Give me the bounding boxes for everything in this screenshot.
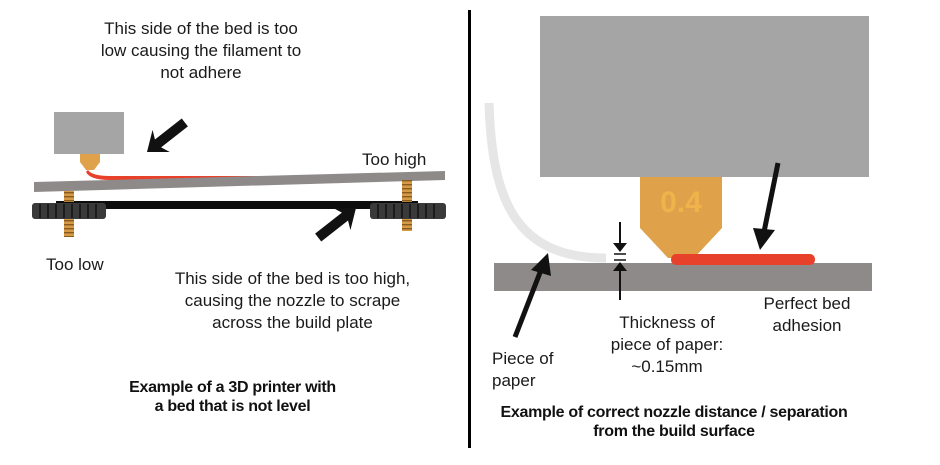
left-too-low-label: Too low [46, 255, 104, 274]
left-nozzle [80, 154, 100, 170]
right-paper-label: Piece of paper [492, 349, 554, 390]
right-paper [484, 102, 607, 263]
left-hotend-block [54, 112, 124, 154]
right-build-bed [494, 263, 872, 291]
right-perfect-adhesion-label: Perfect bed adhesion [763, 294, 851, 335]
left-spring-top-left [64, 191, 74, 202]
right-caption: Example of correct nozzle distance / sep… [500, 404, 848, 440]
left-knob-left [32, 203, 106, 219]
left-top-annotation: This side of the bed is too low causing … [100, 19, 302, 82]
left-knob-right-ridges [377, 204, 435, 218]
left-base-plate [56, 201, 418, 209]
panel-divider [468, 10, 471, 448]
left-too-high-label: Too high [362, 150, 427, 169]
left-knob-left-ridges [39, 204, 97, 218]
right-filament [671, 254, 815, 265]
right-thickness-label: Thickness of piece of paper: ~0.15mm [610, 313, 724, 376]
left-caption: Example of a 3D printer with a bed that … [129, 379, 336, 415]
left-spring-bottom-left [64, 219, 74, 237]
right-hotend-block [540, 16, 869, 177]
right-gap-indicator [613, 222, 627, 300]
right-arrow-filament [753, 162, 781, 250]
left-arrow-bottom [315, 208, 356, 242]
right-arrow-paper [512, 253, 551, 338]
right-nozzle [640, 177, 722, 258]
left-bottom-annotation: This side of the bed is too high, causin… [174, 269, 411, 332]
left-arrow-top [147, 118, 188, 152]
right-nozzle-size-label: 0.4 [660, 186, 702, 219]
left-spring-bottom-right [402, 219, 412, 231]
left-tilted-bed [34, 171, 445, 192]
left-spring-top-right [402, 180, 412, 202]
